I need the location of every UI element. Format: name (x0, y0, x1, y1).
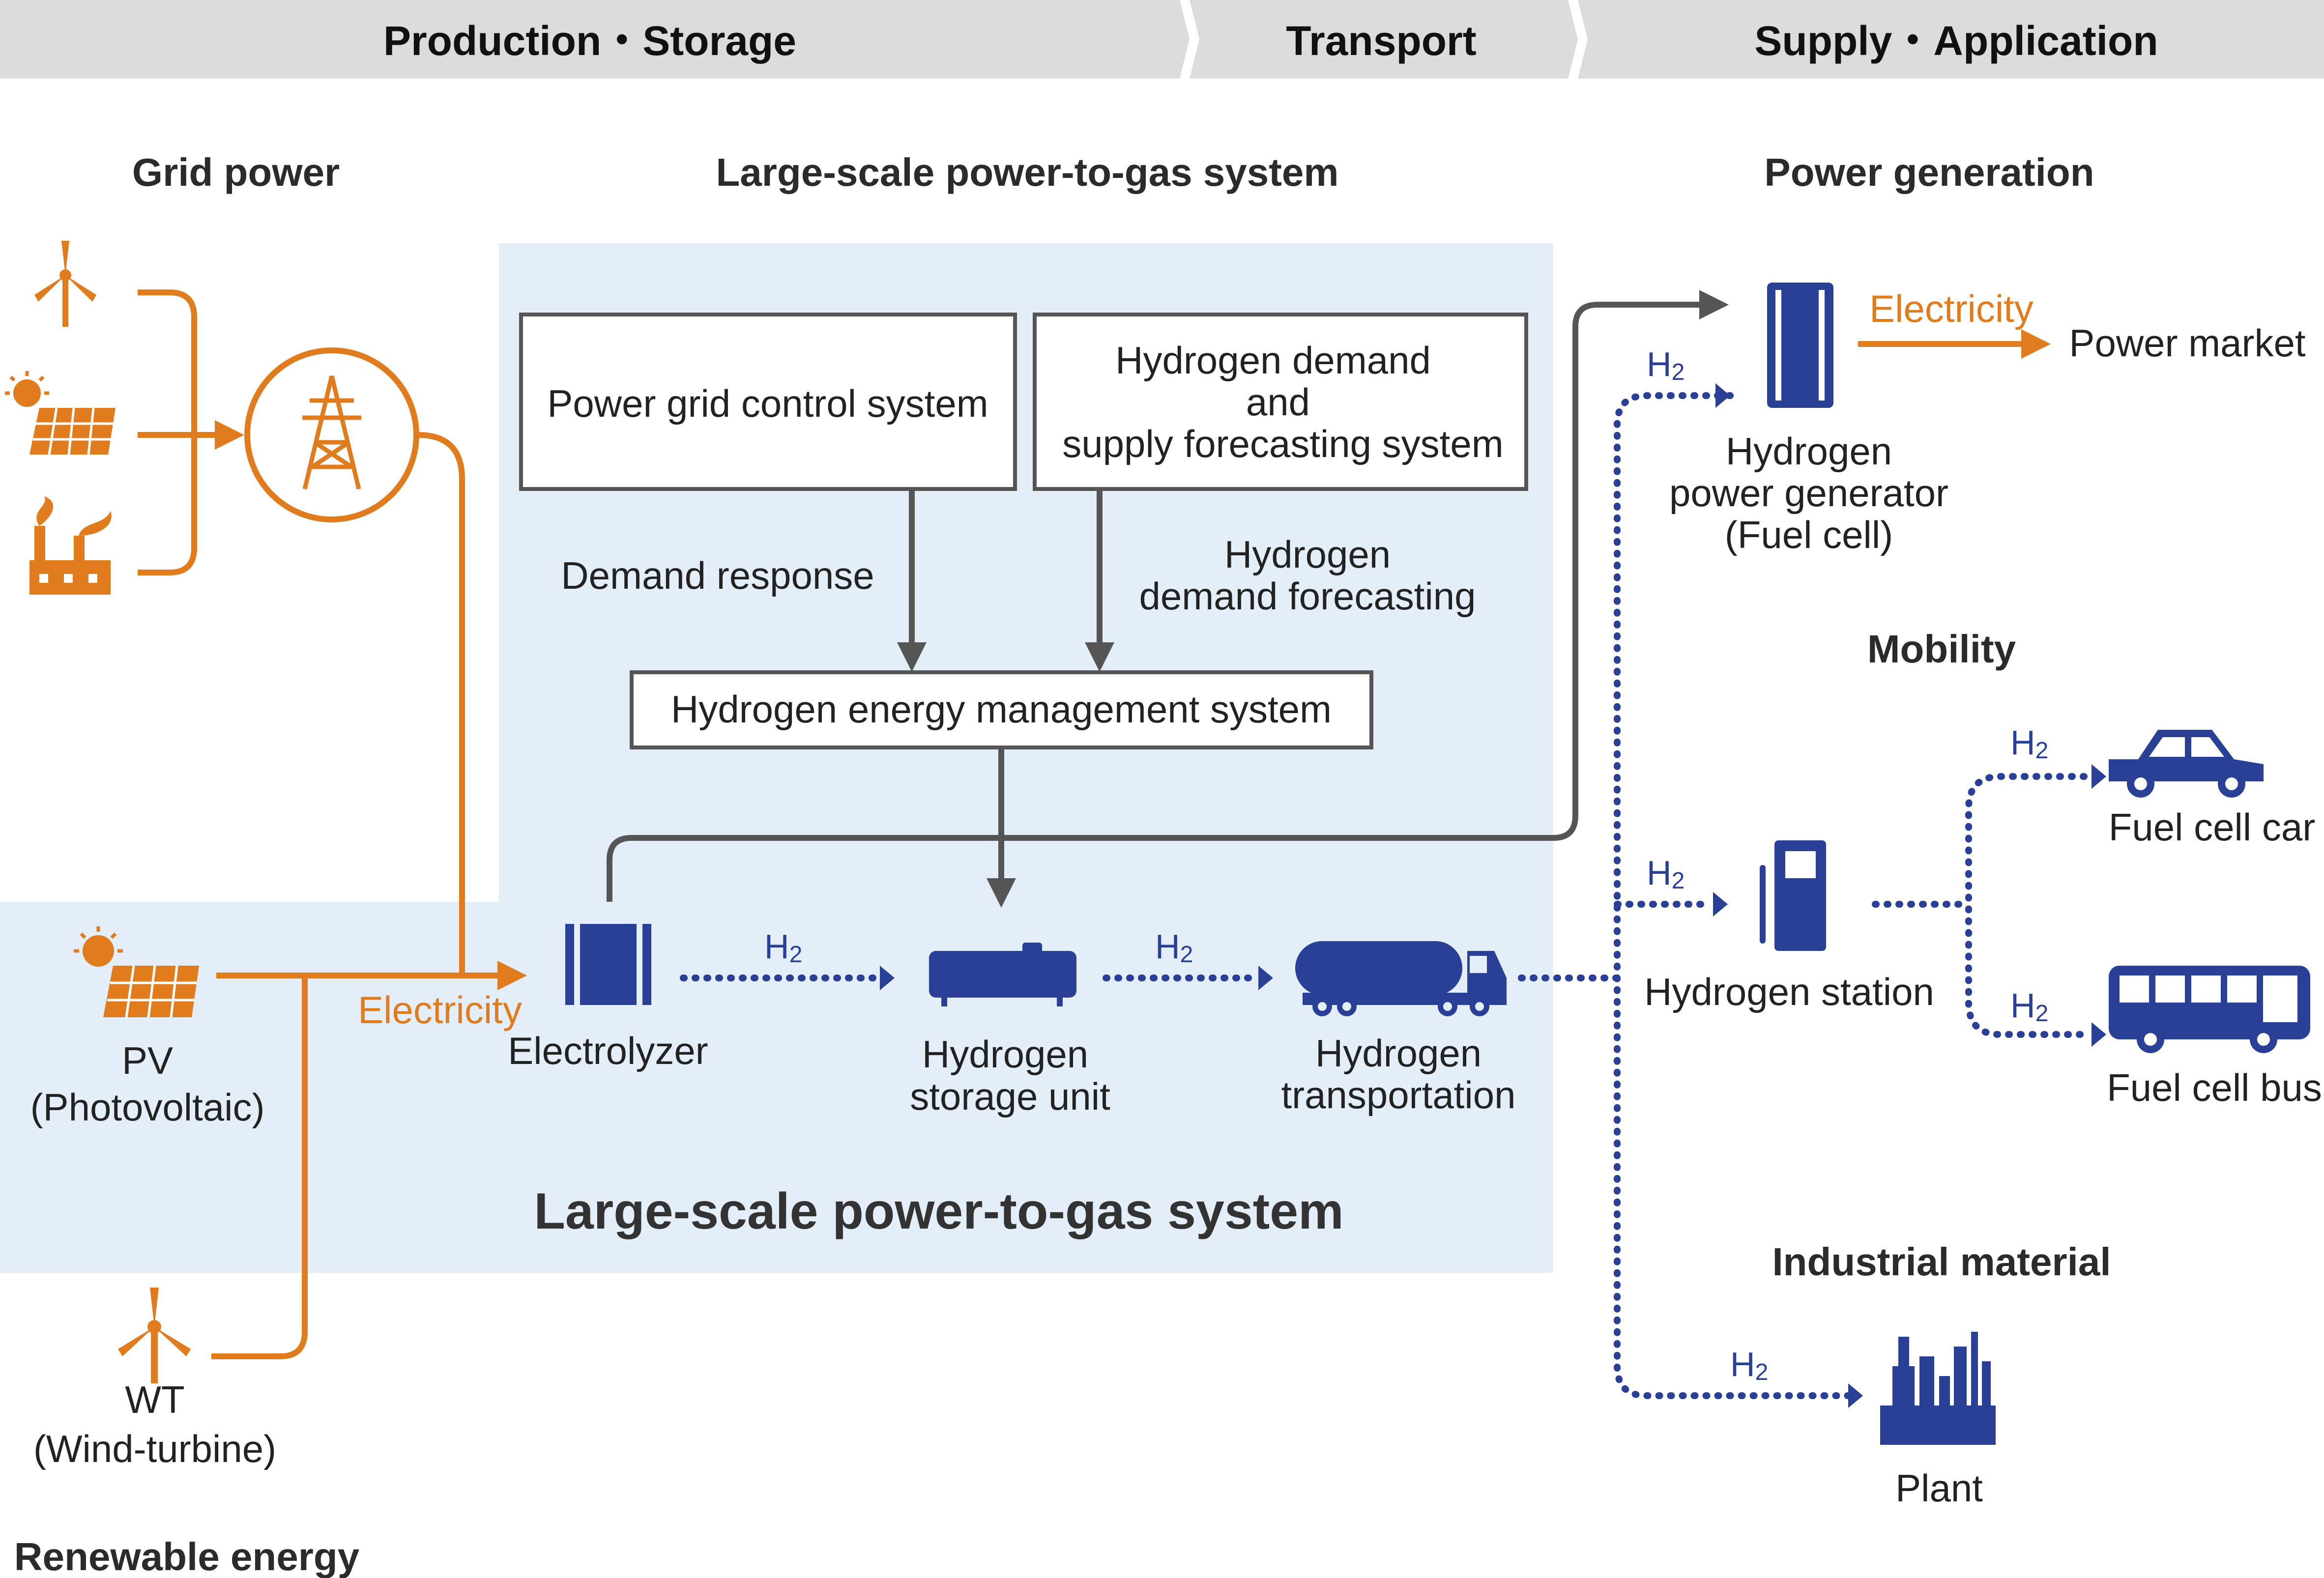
h2-forecast-label-1: Hydrogen (1224, 533, 1391, 576)
wt-label-1: WT (125, 1378, 184, 1421)
fuel-cell-icon (1767, 283, 1833, 408)
bus-icon (2109, 966, 2310, 1053)
grid-control-label: Power grid control system (547, 382, 988, 425)
storage-tank-icon (929, 943, 1076, 1006)
electrolyzer-icon (565, 924, 651, 1005)
pv-label-1: PV (122, 1039, 173, 1082)
h2-label-electrolyzer: H2 (764, 927, 802, 968)
h2-label-car: H2 (2010, 723, 2048, 764)
control-arrows (607, 290, 1729, 908)
h2-label-storage: H2 (1155, 927, 1193, 968)
grid-power-title: Grid power (132, 150, 340, 194)
electrolyzer-label: Electrolyzer (508, 1029, 708, 1072)
grid-power-lines (138, 289, 527, 1359)
h2-labels: H2 H2 H2 H2 H2 H2 H2 (764, 345, 2048, 1385)
power-generation-title: Power generation (1764, 150, 2094, 194)
h2-label-station: H2 (1647, 854, 1685, 894)
h2-label-generator: H2 (1647, 345, 1685, 385)
pv-solar-panel-icon (74, 926, 199, 1018)
stage-supply-bg (1578, 0, 2324, 79)
demand-response-label: Demand response (561, 554, 874, 597)
h2-label-plant: H2 (1730, 1345, 1768, 1385)
mobility-title: Mobility (1867, 627, 2016, 671)
storage-label-2: storage unit (910, 1075, 1110, 1118)
wt-wind-turbine-icon (118, 1288, 191, 1383)
stage-supply-label: Supply・Application (1754, 18, 2158, 64)
hems-label: Hydrogen energy management system (671, 688, 1332, 731)
car-label: Fuel cell car (2109, 805, 2315, 849)
bus-label: Fuel cell bus (2107, 1066, 2322, 1109)
p2g-top-title: Large-scale power-to-gas system (716, 150, 1338, 194)
h2-flow-lines (680, 392, 2088, 1399)
forecast-label-3: supply forecasting system (1062, 422, 1503, 465)
wt-label-2: (Wind-turbine) (33, 1427, 276, 1470)
stage-transport-label: Transport (1286, 18, 1476, 64)
storage-label-1: Hydrogen (922, 1033, 1088, 1076)
fuel-pump-icon (1760, 840, 1826, 951)
stage-production-label: Production・Storage (383, 18, 796, 64)
generator-label-1: Hydrogen (1726, 430, 1892, 473)
power-market-label: Power market (2069, 321, 2305, 365)
grid-control-box (519, 313, 1017, 491)
industrial-title: Industrial material (1772, 1240, 2111, 1284)
solar-panel-icon (5, 371, 116, 455)
transport-label-2: transportation (1281, 1073, 1516, 1117)
stage-transport-bg (1190, 0, 1578, 79)
stage-production-bg (0, 0, 1190, 79)
h2-forecast-label-2: demand forecasting (1139, 574, 1476, 618)
stage-header: Production・Storage Transport Supply・Appl… (0, 0, 2324, 79)
forecast-box (1033, 313, 1528, 491)
hems-box (630, 670, 1373, 749)
car-icon (2109, 730, 2264, 798)
p2g-panel (0, 243, 1553, 1273)
forecast-label-1: Hydrogen demand (1115, 339, 1431, 382)
station-label: Hydrogen station (1644, 970, 1934, 1013)
forecast-label-2: and (1246, 380, 1310, 424)
pv-label-2: (Photovoltaic) (30, 1086, 265, 1129)
electricity-left-label: Electricity (358, 988, 522, 1032)
tanker-truck-icon (1295, 941, 1507, 1016)
wind-turbine-icon (34, 241, 96, 327)
plant-icon (1880, 1332, 1996, 1445)
transmission-tower-icon (244, 347, 419, 522)
transport-label-1: Hydrogen (1315, 1032, 1482, 1075)
factory-icon (29, 496, 112, 595)
electricity-right-label: Electricity (1869, 287, 2034, 330)
p2g-bottom-title: Large-scale power-to-gas system (534, 1183, 1343, 1240)
renewable-title: Renewable energy (14, 1535, 360, 1578)
h2-arrowheads (880, 383, 2106, 1408)
generator-label-2: power generator (1669, 471, 1948, 515)
h2-label-bus: H2 (2010, 986, 2048, 1027)
plant-label: Plant (1895, 1466, 1983, 1510)
generator-label-3: (Fuel cell) (1725, 513, 1893, 556)
